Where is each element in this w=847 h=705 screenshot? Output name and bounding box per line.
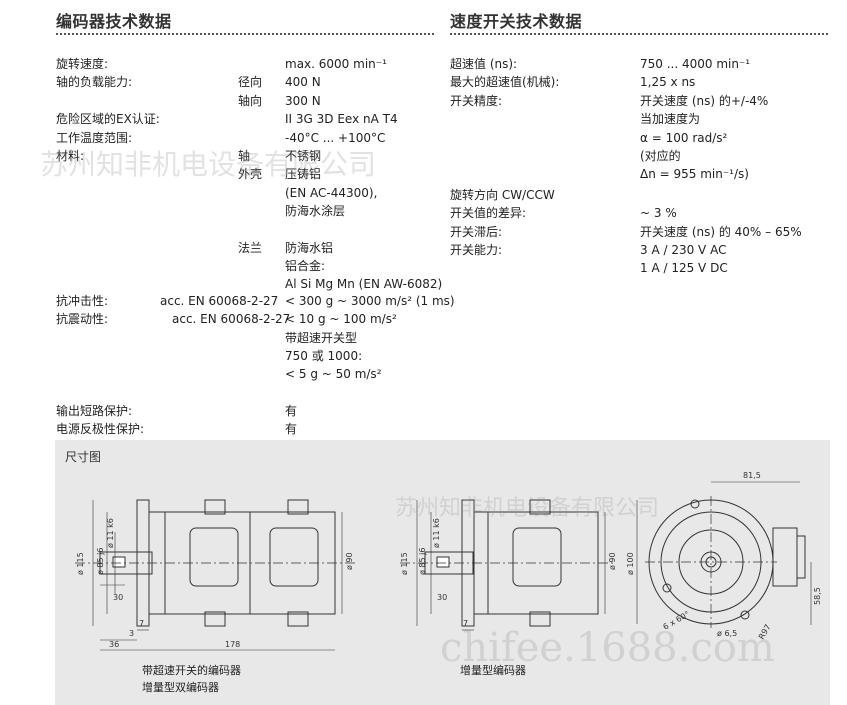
encoder-spec-value: 不锈钢 bbox=[285, 149, 322, 163]
speed-switch-spec-label: 旋转方向 CW/CCW bbox=[450, 187, 555, 202]
dim-d11-mid: ø 11 k6 bbox=[432, 518, 441, 548]
encoder-spec-value: (EN AC-44300), bbox=[285, 185, 378, 200]
dim-6x60: 6 x 60° bbox=[662, 609, 692, 631]
speed-switch-spec-label: 超速值 (ns): bbox=[450, 57, 518, 71]
encoder-spec-value: max. 6000 min⁻¹ bbox=[285, 57, 387, 71]
speed-switch-spec-value: 开关速度 (ns) 的 40% – 65% bbox=[640, 224, 802, 239]
dim-d90-left: ø 90 bbox=[345, 552, 354, 570]
speed-switch-spec-value: Δn = 955 min⁻¹/s) bbox=[640, 167, 749, 182]
encoder-spec-sublabel: 外壳 bbox=[238, 167, 263, 182]
encoder-spec-label: 电源反极性保护: bbox=[56, 422, 145, 437]
speed-switch-spec-label: 开关值的差异: bbox=[450, 206, 527, 221]
encoder-spec-value: 压铸铝 bbox=[285, 167, 322, 182]
dim-d90-mid: ø 90 bbox=[608, 552, 617, 570]
encoder-spec-value: 防海水涂层 bbox=[285, 204, 346, 219]
encoder-spec-value: 300 N bbox=[285, 93, 321, 108]
encoder-spec-label: 输出短路保护: bbox=[56, 403, 133, 418]
encoder-spec-sublabel: 轴向 bbox=[238, 93, 263, 108]
dim-d115-mid: ø 115 bbox=[400, 552, 409, 575]
caption-incremental-encoder: 增量型编码器 bbox=[460, 664, 526, 677]
encoder-spec-label: 抗震动性: bbox=[56, 312, 109, 327]
encoder-spec-sublabel: acc. EN 60068-2-27 bbox=[160, 293, 279, 308]
front-view-drawing bbox=[636, 481, 812, 628]
speed-switch-title-divider bbox=[450, 33, 828, 35]
encoder-spec-label: 材料: bbox=[56, 149, 85, 163]
dim-81-5: 81,5 bbox=[743, 471, 761, 480]
dim-178-left: 178 bbox=[225, 640, 240, 649]
dim-d85-mid: ø 85 j6 bbox=[418, 548, 427, 575]
encoder-section-title: 编码器技术数据 bbox=[56, 12, 172, 31]
incremental-encoder-drawing bbox=[400, 499, 615, 631]
encoder-spec-label: 轴的负载能力: bbox=[56, 75, 133, 90]
watermark-company-top: 苏州知非机电设备有限公司 bbox=[40, 148, 377, 181]
encoder-spec-label: 抗冲击性: bbox=[56, 293, 109, 308]
speed-switch-spec-value: (对应的 bbox=[640, 149, 681, 163]
encoder-spec-sublabel: 径向 bbox=[238, 75, 263, 90]
speed-switch-section-title: 速度开关技术数据 bbox=[450, 12, 583, 31]
encoder-spec-sublabel: 法兰 bbox=[238, 240, 263, 255]
dim-d115-left: ø 115 bbox=[76, 552, 85, 575]
speed-switch-spec-value: 3 A / 230 V AC bbox=[640, 243, 727, 257]
dual-encoder-drawing bbox=[75, 499, 355, 651]
caption-dual-encoder: 增量型双编码器 bbox=[142, 681, 219, 694]
dim-7-mid: 7 bbox=[463, 619, 468, 628]
encoder-spec-value: 防海水铝 bbox=[285, 240, 334, 255]
encoder-spec-value: < 5 g ~ 50 m/s² bbox=[285, 367, 382, 382]
speed-switch-spec-label: 开关能力: bbox=[450, 243, 503, 257]
dim-d11-left: ø 11 k6 bbox=[106, 518, 115, 548]
speed-switch-spec-value: ~ 3 % bbox=[640, 206, 677, 221]
encoder-spec-value: < 10 g ~ 100 m/s² bbox=[285, 312, 397, 327]
caption-overspeed-encoder: 带超速开关的编码器 bbox=[142, 664, 241, 677]
dim-36-left: 36 bbox=[109, 640, 119, 649]
speed-switch-spec-label: 开关精度: bbox=[450, 93, 503, 108]
encoder-spec-value: < 300 g ~ 3000 m/s² (1 ms) bbox=[285, 293, 455, 308]
speed-switch-spec-value: α = 100 rad/s² bbox=[640, 130, 728, 145]
encoder-spec-value: 750 或 1000: bbox=[285, 349, 363, 363]
dim-30-mid: 30 bbox=[437, 593, 447, 602]
speed-switch-spec-value: 750 ... 4000 min⁻¹ bbox=[640, 57, 751, 71]
speed-switch-spec-value: 1,25 x ns bbox=[640, 75, 696, 90]
encoder-title-divider bbox=[56, 33, 434, 35]
encoder-spec-value: 有 bbox=[285, 403, 298, 418]
dimension-drawing-panel: 尺寸图 bbox=[55, 440, 830, 705]
speed-switch-spec-value: 当加速度为 bbox=[640, 112, 701, 127]
encoder-spec-sublabel: acc. EN 60068-2-27 bbox=[172, 312, 291, 327]
speed-switch-spec-value: 1 A / 125 V DC bbox=[640, 261, 728, 276]
encoder-spec-label: 危险区域的EX认证: bbox=[56, 112, 160, 127]
encoder-spec-sublabel: 轴 bbox=[238, 149, 251, 163]
dim-30-left: 30 bbox=[113, 593, 123, 602]
dim-r97: R97 bbox=[757, 623, 773, 641]
dimension-drawings: ø 115 ø 85 j6 ø 11 k6 ø 90 30 3 7 36 178… bbox=[75, 471, 822, 651]
speed-switch-spec-label: 最大的超速值(机械): bbox=[450, 75, 560, 90]
encoder-spec-value: II 3G 3D Eex nA T4 bbox=[285, 112, 398, 127]
encoder-spec-value: -40°C ... +100°C bbox=[285, 130, 386, 145]
encoder-spec-value: 铝合金: bbox=[285, 259, 326, 273]
dim-d6-5: ø 6,5 bbox=[717, 629, 737, 638]
encoder-spec-label: 工作温度范围: bbox=[56, 130, 133, 145]
dim-d100: ø 100 bbox=[626, 552, 635, 575]
encoder-spec-value: 有 bbox=[285, 422, 298, 437]
dim-3-left: 3 bbox=[129, 629, 134, 638]
encoder-spec-value: 400 N bbox=[285, 75, 321, 90]
speed-switch-spec-value: 开关速度 (ns) 的+/-4% bbox=[640, 93, 769, 108]
encoder-spec-value: Al Si Mg Mn (EN AW-6082) bbox=[285, 277, 443, 292]
encoder-spec-label: 旋转速度: bbox=[56, 57, 109, 71]
encoder-spec-value: 带超速开关型 bbox=[285, 330, 358, 345]
dimension-panel-title: 尺寸图 bbox=[65, 450, 102, 464]
speed-switch-spec-label: 开关滞后: bbox=[450, 224, 503, 239]
dim-d85-left: ø 85 j6 bbox=[96, 548, 105, 575]
dim-7-left: 7 bbox=[139, 619, 144, 628]
dim-58-5: 58,5 bbox=[813, 587, 822, 605]
